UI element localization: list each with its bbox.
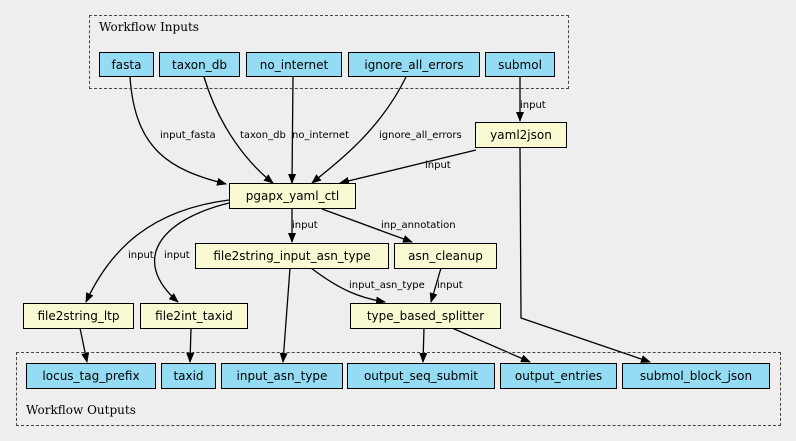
edge-pgapx-taxid xyxy=(153,202,230,303)
edge-ignore-pgapx xyxy=(311,76,407,184)
step-node-file2int-taxid[interactable]: file2int_taxid xyxy=(140,303,248,329)
edge-label: input_asn_type xyxy=(349,280,425,291)
input-node-no-internet[interactable]: no_internet xyxy=(246,52,342,77)
workflow-outputs-cluster xyxy=(16,352,781,426)
node-label: file2string_input_asn_type xyxy=(213,249,371,263)
node-label: output_entries xyxy=(514,369,603,383)
workflow-inputs-cluster xyxy=(89,15,569,89)
edge-label: no_internet xyxy=(292,130,349,141)
output-node-output-seq-submit[interactable]: output_seq_submit xyxy=(347,363,495,389)
node-label: output_seq_submit xyxy=(363,369,479,383)
output-node-submol-block-json[interactable]: submol_block_json xyxy=(622,363,770,389)
edge-label: inp_annotation xyxy=(381,220,456,231)
edge-f2s-asn-output xyxy=(279,267,291,363)
step-node-asn-cleanup[interactable]: asn_cleanup xyxy=(394,243,497,269)
node-label: ignore_all_errors xyxy=(364,57,464,72)
output-node-taxid[interactable]: taxid xyxy=(161,363,216,389)
edge-pgapx-asncleanup xyxy=(321,208,413,243)
node-label: asn_cleanup xyxy=(408,249,483,263)
workflow-outputs-label: Workflow Outputs xyxy=(26,403,136,417)
edge-label: input_fasta xyxy=(160,130,216,141)
input-node-fasta[interactable]: fasta xyxy=(99,52,154,77)
edge-yaml2json-pgapx xyxy=(339,149,477,185)
node-label: file2string_ltp xyxy=(37,309,120,323)
edge-nointernet-pgapx xyxy=(288,76,297,184)
node-label: taxid xyxy=(173,369,204,383)
node-label: type_based_splitter xyxy=(366,309,485,323)
output-node-input-asn-type[interactable]: input_asn_type xyxy=(221,363,343,389)
node-label: locus_tag_prefix xyxy=(42,369,140,383)
step-node-file2string-input-asn-type[interactable]: file2string_input_asn_type xyxy=(195,243,389,269)
edge-splitter-entries xyxy=(451,327,531,363)
step-node-pgapx-yaml-ctl[interactable]: pgapx_yaml_ctl xyxy=(229,183,356,209)
node-label: input_asn_type xyxy=(236,369,328,383)
edge-taxid-taxid xyxy=(186,327,195,363)
step-node-yaml2json[interactable]: yaml2json xyxy=(475,122,567,148)
node-label: submol_block_json xyxy=(639,369,753,383)
edge-asncleanup-splitter xyxy=(429,267,442,303)
node-label: no_internet xyxy=(259,57,329,72)
edge-splitter-seqsubmit xyxy=(419,327,428,363)
edge-ltp-locus xyxy=(79,327,90,363)
node-label: yaml2json xyxy=(490,128,552,142)
edge-label: input xyxy=(128,250,154,261)
edge-label: input xyxy=(425,160,451,171)
step-node-file2string-ltp[interactable]: file2string_ltp xyxy=(23,303,134,329)
edge-fasta-pgapx xyxy=(129,76,227,186)
node-label: pgapx_yaml_ctl xyxy=(245,189,340,203)
node-label: file2int_taxid xyxy=(155,309,233,323)
edge-label: taxon_db xyxy=(240,130,286,141)
workflow-inputs-label: Workflow Inputs xyxy=(99,20,199,34)
edge-label: input xyxy=(164,250,190,261)
node-label: fasta xyxy=(111,57,142,72)
edge-pgapx-ltp xyxy=(85,199,230,303)
output-node-locus-tag-prefix[interactable]: locus_tag_prefix xyxy=(26,363,156,389)
edge-label: ignore_all_errors xyxy=(379,130,462,141)
edge-taxondb-pgapx xyxy=(203,76,274,184)
input-node-submol[interactable]: submol xyxy=(485,52,555,77)
step-node-type-based-splitter[interactable]: type_based_splitter xyxy=(350,303,501,329)
edge-f2s-asn-splitter xyxy=(310,267,386,305)
node-label: submol xyxy=(498,57,542,72)
edge-label: input xyxy=(520,100,546,111)
output-node-output-entries[interactable]: output_entries xyxy=(500,363,617,389)
edge-yaml2json-submolblock xyxy=(519,147,651,363)
input-node-ignore-all-errors[interactable]: ignore_all_errors xyxy=(348,52,480,77)
edge-label: input xyxy=(437,280,463,291)
input-node-taxon-db[interactable]: taxon_db xyxy=(159,52,240,77)
node-label: taxon_db xyxy=(172,57,227,72)
edge-label: input xyxy=(292,220,318,231)
